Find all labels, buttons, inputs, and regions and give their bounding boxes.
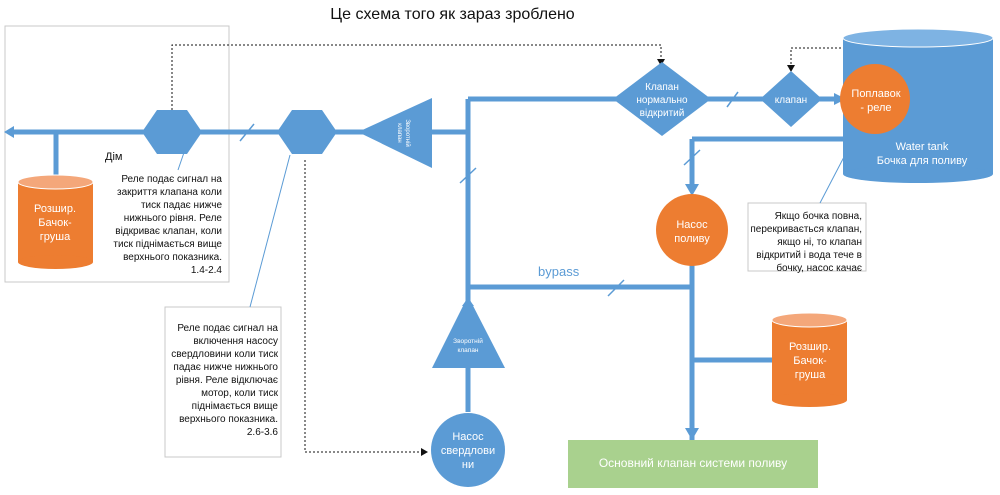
expansion-tank-house-line2: Бачок- [38,217,72,229]
water-tank-line1: Water tank [896,141,949,153]
arrow-left-house [4,126,14,138]
water-tank [842,28,994,183]
note-relay-pump-line3: свердловини коли тиск [171,349,278,360]
float-relay [840,64,910,134]
note-relay-valve: Реле подає сигнал на закриття клапана ко… [113,174,222,276]
valve-normally-open [613,62,711,136]
valve-float [760,71,822,127]
well-pump-line2: свердлови [441,445,495,457]
well-pump-line3: ни [462,459,474,471]
valve-no-line1: Клапан [645,82,679,93]
well-pump [431,413,505,487]
note-tank-full: Якщо бочка повна, перекривається клапан,… [750,210,862,274]
water-tank-line2: Бочка для поливу [877,155,968,167]
house-boundary [4,25,230,283]
note-relay-pump-line5: рівня. Реле відключає [176,375,278,386]
irrigation-pump-line1: Насос [676,219,708,231]
valve-no-line3: відкритий [640,108,685,119]
irrigation-pump [656,194,728,266]
check-valve-vertical-line1: Зворотній [453,337,483,345]
irrigation-pump-text: Насос поливу [674,219,710,245]
break-marks [239,91,739,297]
note-relay-pump-line8: верхнього показника. [179,414,278,425]
note-tank-full-line5: бочку, насос качає [776,262,862,274]
note-relay-valve-line1: Реле подає сигнал на [121,174,222,185]
check-valve-vertical-line2: клапан [457,347,478,354]
expansion-tank-yard-text: Розшир. Бачок- груша [789,341,831,381]
float-relay-line1: Поплавок [851,88,900,100]
bypass-label: bypass [538,264,580,279]
check-valve-vertical [432,296,505,368]
expansion-tank-house [17,174,94,269]
signal-arrow-well-pump [421,448,428,456]
note-relay-pump-line9: 2.6-3.6 [247,427,279,438]
check-valve-top-line1: Зворотній [404,119,411,146]
valve-normally-open-text: Клапан нормально відкритий [636,82,688,119]
expansion-tank-house-line1: Розшир. [34,203,76,215]
float-relay-text: Поплавок - реле [851,88,900,114]
expansion-tank-yard-line2: Бачок- [793,355,827,367]
note-relay-valve-line5: відкриває клапан, коли [115,226,222,237]
main-irrigation-valve [568,440,818,488]
irrigation-pump-line2: поливу [674,233,710,245]
signal-arrow-tank [787,65,795,72]
note-tank-full-line3: якщо ні, то клапан [777,237,862,248]
check-valve-top [358,98,432,168]
house-label: Дім [105,151,122,163]
valve-no-line2: нормально [636,95,688,106]
note-relay-pump: Реле подає сигнал на включення насосу св… [171,323,278,438]
expansion-tank-yard [771,312,848,407]
pressure-relay-pump [277,110,337,154]
arrow-down-main-valve [685,428,699,440]
note-tank-full-line1: Якщо бочка повна, [775,210,862,222]
well-pump-line1: Насос [452,431,484,443]
note-relay-pump-line7: піднімається вище [192,401,279,412]
expansion-tank-yard-line3: груша [795,369,826,381]
note-relay-valve-line6: тиск піднімається вище [113,239,222,250]
note-relay-valve-line3: тиск падає нижче [141,200,222,211]
note-relay-valve-line2: закриття клапана коли [117,187,222,198]
main-irrigation-valve-label: Основний клапан системи поливу [599,456,787,470]
note-relay-pump-line1: Реле подає сигнал на [177,323,278,334]
note-box-pump-relay [164,306,282,458]
note-relay-valve-line8: 1.4-2.4 [191,265,223,276]
expansion-tank-house-text: Розшир. Бачок- груша [34,203,76,243]
float-relay-line2: - реле [860,102,891,114]
note-box-tank-full [747,202,867,272]
check-valve-top-text: Зворотній клапан [396,119,411,146]
note-relay-pump-line2: включення насосу [193,336,278,347]
note-tank-full-line4: відкритий і вода тече в [756,250,862,261]
expansion-tank-house-line3: груша [40,231,71,243]
check-valve-vertical-text: Зворотній клапан [453,337,483,354]
diagram-title: Це схема того як зараз зроблено [330,6,575,23]
expansion-tank-yard-line1: Розшир. [789,341,831,353]
arrow-down-pump [685,184,699,196]
pressure-relay-valve [142,110,202,154]
check-valve-top-line2: клапан [396,123,402,142]
note-relay-valve-line4: нижнього рівня. Реле [124,213,223,224]
note-tank-full-line2: перекривається клапан, [750,224,862,235]
water-tank-text: Water tank Бочка для поливу [877,141,968,167]
signal-arrow-valve [657,59,665,66]
signal-lines [171,44,857,453]
valve-float-label: клапан [775,95,807,106]
note-relay-valve-line7: верхнього показника. [123,252,222,263]
note-relay-pump-line6: мотор, коли тиск [201,388,279,399]
note-relay-pump-line4: падає нижче нижнього [173,362,278,373]
well-pump-text: Насос свердлови ни [441,431,495,471]
